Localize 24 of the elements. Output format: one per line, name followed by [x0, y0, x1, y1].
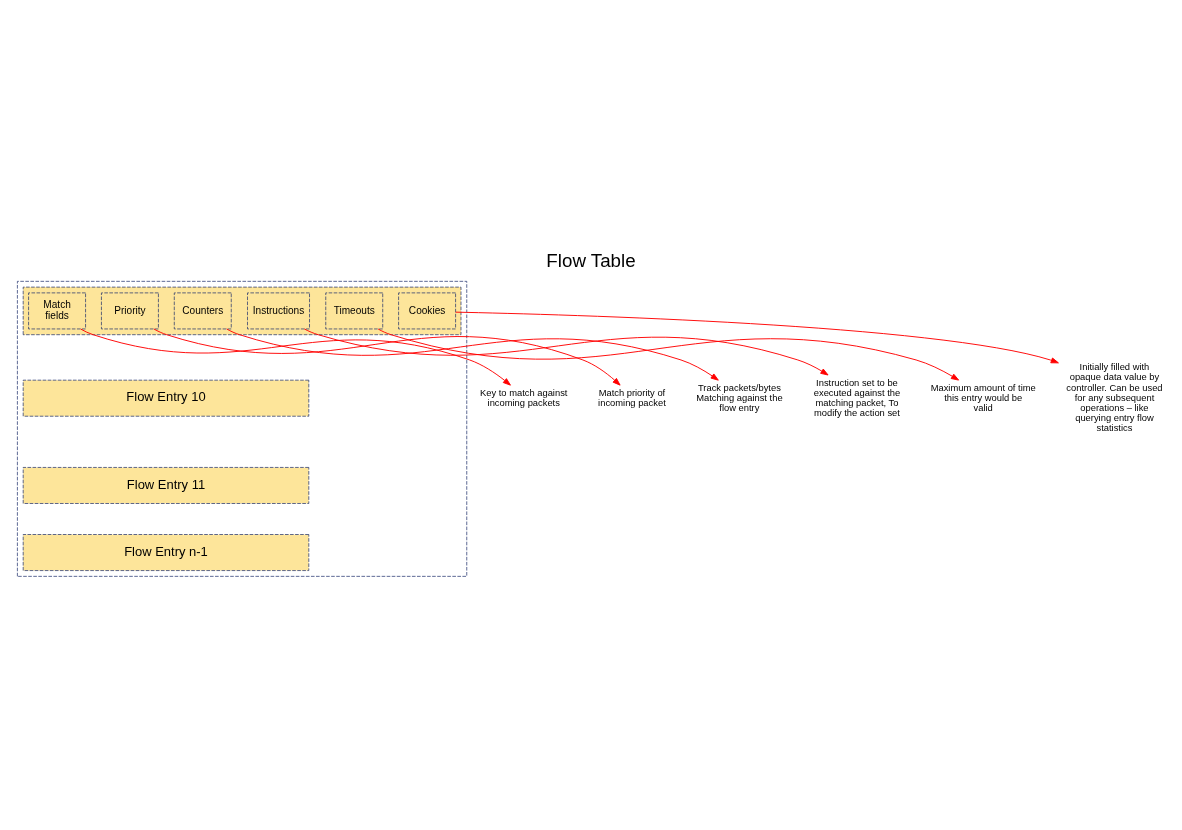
arrow	[377, 328, 960, 381]
node-text: Key to match against incoming packets	[480, 387, 568, 408]
node-box: Cookies	[398, 292, 456, 329]
node-box: Instructions	[247, 292, 310, 329]
node-box: Flow Entry n-1	[22, 533, 310, 571]
cluster	[17, 280, 468, 577]
node-box: Flow Entry 11	[22, 466, 310, 504]
cluster	[22, 286, 462, 335]
node-box: Counters	[173, 292, 232, 329]
arrow	[455, 311, 1059, 363]
diagram-title: Flow Table	[546, 249, 636, 271]
arrow	[153, 328, 621, 386]
node-box: Timeouts	[325, 292, 384, 329]
node-box: Flow Entry 10	[22, 379, 310, 417]
arrow	[303, 328, 829, 375]
node-text: Match priority of incoming packet	[598, 387, 666, 408]
arrow	[80, 328, 511, 386]
node-box: Priority	[101, 292, 159, 329]
node-box: Match fields	[28, 292, 86, 329]
node-text: Initially filled with opaque data value by controller. Can be used for any subsequent operations – like querying entry flow statistics	[1066, 361, 1163, 433]
arrow	[226, 328, 719, 381]
node-text: Instruction set to be executed against the matching packet, To modify the action set	[813, 376, 901, 418]
node-text: Track packets/bytes Matching against the flow entry	[696, 382, 783, 413]
node-text: Maximum amount of time this entry would be valid	[930, 382, 1036, 413]
